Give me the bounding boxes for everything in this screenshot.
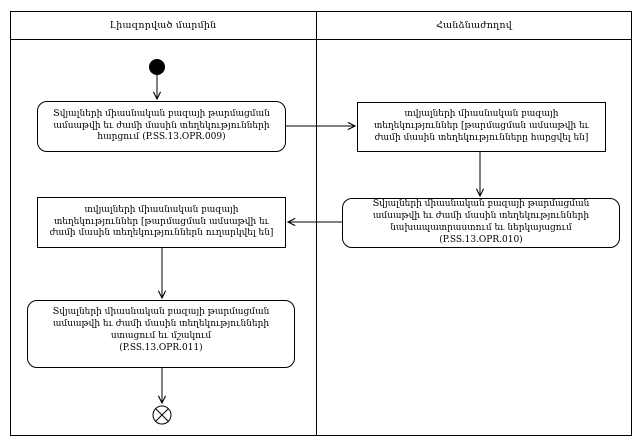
action-node-opr-010: Տվյալների միասնական բազայի թարմացման ամս… xyxy=(342,198,620,248)
node-label: Տվյալների միասնական բազայի թարմացման ամս… xyxy=(52,307,270,341)
node-code: (P.SS.13.OPR.010) xyxy=(439,234,523,245)
action-node-opr-011: Տվյալների միասնական բազայի թարմացման ամս… xyxy=(27,300,295,368)
node-label: Տվյալների միասնական բազայի թարմացման ամս… xyxy=(372,199,590,233)
object-node-info-sent: տվյալների միասնական բազայի տեղեկությունն… xyxy=(37,197,286,248)
action-node-opr-009: Տվյալների միասնական բազայի թարմացման ամս… xyxy=(37,101,286,152)
lane-header-row: Լիազորված մարմին Հանձնաժողով xyxy=(10,11,632,40)
node-code: (P.SS.13.OPR.011) xyxy=(119,342,203,353)
node-text: Տվյալների միասնական բազայի թարմացման ամս… xyxy=(46,109,277,145)
node-text: Տվյալների միասնական բազայի թարմացման ամս… xyxy=(36,307,286,355)
lane-header-authorized-body: Լիազորված մարմին xyxy=(109,19,217,31)
lane-divider xyxy=(316,11,317,436)
node-label: տվյալների միասնական բազայի տեղեկությունն… xyxy=(373,109,590,143)
node-label: Տվյալների միասնական բազայի թարմացման ամս… xyxy=(53,108,270,143)
node-text: տվյալների միասնական բազայի տեղեկությունն… xyxy=(366,109,597,145)
object-node-info-requested: տվյալների միասնական բազայի տեղեկությունն… xyxy=(357,102,606,152)
lane-header-commission: Հանձնաժողով xyxy=(436,19,512,31)
node-text: Տվյալների միասնական բազայի թարմացման ամս… xyxy=(351,199,611,247)
node-code: (P.SS.13.OPR.009) xyxy=(142,132,226,143)
node-label: տվյալների միասնական բազայի տեղեկությունն… xyxy=(49,204,274,239)
node-text: տվյալների միասնական բազայի տեղեկությունն… xyxy=(46,205,277,241)
